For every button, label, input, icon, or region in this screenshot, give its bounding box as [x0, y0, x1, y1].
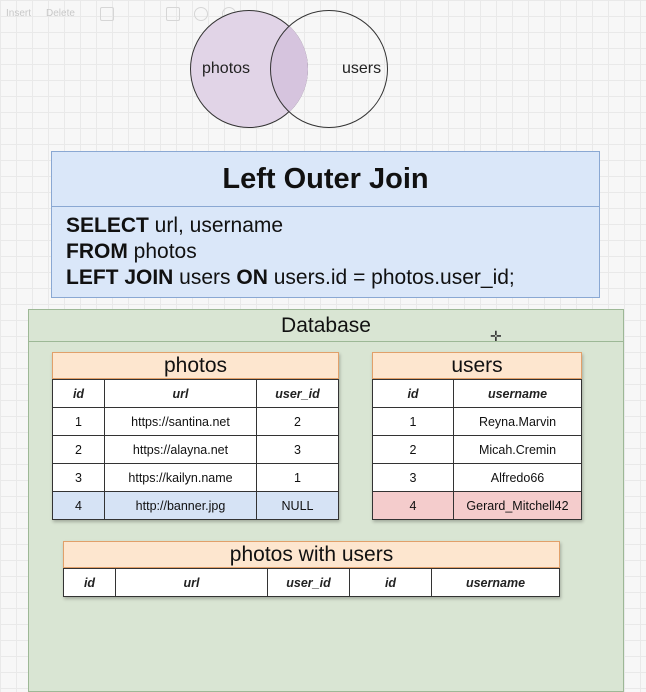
on-keyword: ON — [236, 266, 268, 289]
query-line-join: LEFT JOIN users ON users.id = photos.use… — [66, 266, 515, 290]
cell: 1 — [257, 464, 339, 492]
query-box: Left Outer Join SELECT url, username FRO… — [51, 151, 600, 298]
left-join-keyword: LEFT JOIN — [66, 266, 174, 289]
cell: 4 — [372, 492, 454, 520]
cell: Reyna.Marvin — [454, 408, 582, 436]
photos-col-user-id: user_id — [257, 379, 339, 408]
table-row: 2 https://alayna.net 3 — [52, 436, 339, 464]
cell: 3 — [52, 464, 105, 492]
query-line-from: FROM photos — [66, 240, 197, 264]
result-col-user-id: user_id — [268, 568, 350, 597]
users-col-id: id — [372, 379, 454, 408]
cell: 4 — [52, 492, 105, 520]
select-keyword: SELECT — [66, 214, 149, 237]
cell: 2 — [52, 436, 105, 464]
result-col-users-id: id — [350, 568, 432, 597]
insert-button[interactable]: Insert — [6, 8, 32, 19]
result-col-id: id — [63, 568, 116, 597]
users-circle-label: users — [342, 60, 382, 77]
photos-circle-label: photos — [202, 60, 251, 77]
cell: 1 — [52, 408, 105, 436]
result-table: photos with users id url user_id id user… — [63, 541, 560, 597]
cell: 2 — [372, 436, 454, 464]
delete-button[interactable]: Delete — [46, 8, 75, 19]
unmatched-user-row: 4 Gerard_Mitchell42 — [372, 492, 582, 520]
result-table-title: photos with users — [63, 541, 560, 568]
users-table-title: users — [372, 352, 582, 379]
cell: https://alayna.net — [105, 436, 257, 464]
cell: 3 — [257, 436, 339, 464]
photos-table: photos id url user_id 1 https://santina.… — [52, 352, 339, 520]
users-header-row: id username — [372, 379, 582, 408]
from-table: photos — [127, 240, 197, 263]
cell: Micah.Cremin — [454, 436, 582, 464]
cell: http://banner.jpg — [105, 492, 257, 520]
table-row: 3 https://kailyn.name 1 — [52, 464, 339, 492]
move-cursor-icon: ✛ — [490, 328, 502, 344]
cell: 2 — [257, 408, 339, 436]
undo-icon[interactable] — [100, 7, 114, 21]
join-table: users — [173, 266, 237, 289]
photos-col-url: url — [105, 379, 257, 408]
query-line-select: SELECT url, username — [66, 214, 283, 238]
cell: NULL — [257, 492, 339, 520]
select-columns: url, username — [148, 214, 284, 237]
cell: 3 — [372, 464, 454, 492]
query-title: Left Outer Join — [52, 152, 599, 207]
photos-table-title: photos — [52, 352, 339, 379]
table-row: 3 Alfredo66 — [372, 464, 582, 492]
result-col-url: url — [116, 568, 268, 597]
cell: 1 — [372, 408, 454, 436]
photos-col-id: id — [52, 379, 105, 408]
cell: Gerard_Mitchell42 — [454, 492, 582, 520]
database-container: Database ✛ photos id url user_id 1 https… — [28, 309, 624, 692]
table-row: 1 Reyna.Marvin — [372, 408, 582, 436]
zoom-in-icon[interactable] — [194, 7, 208, 21]
database-title: Database — [29, 310, 623, 342]
photos-header-row: id url user_id — [52, 379, 339, 408]
users-circle — [270, 10, 388, 128]
users-table: users id username 1 Reyna.Marvin 2 Micah… — [372, 352, 582, 520]
result-col-username: username — [432, 568, 560, 597]
result-header-row: id url user_id id username — [63, 568, 560, 597]
cell: https://santina.net — [105, 408, 257, 436]
cell: Alfredo66 — [454, 464, 582, 492]
from-keyword: FROM — [66, 240, 128, 263]
users-col-username: username — [454, 379, 582, 408]
join-condition: users.id = photos.user_id; — [267, 266, 515, 289]
cell: https://kailyn.name — [105, 464, 257, 492]
fullscreen-icon[interactable] — [166, 7, 180, 21]
table-row: 1 https://santina.net 2 — [52, 408, 339, 436]
table-row: 2 Micah.Cremin — [372, 436, 582, 464]
unmatched-photo-row: 4 http://banner.jpg NULL — [52, 492, 339, 520]
venn-diagram: photos users — [188, 8, 408, 132]
